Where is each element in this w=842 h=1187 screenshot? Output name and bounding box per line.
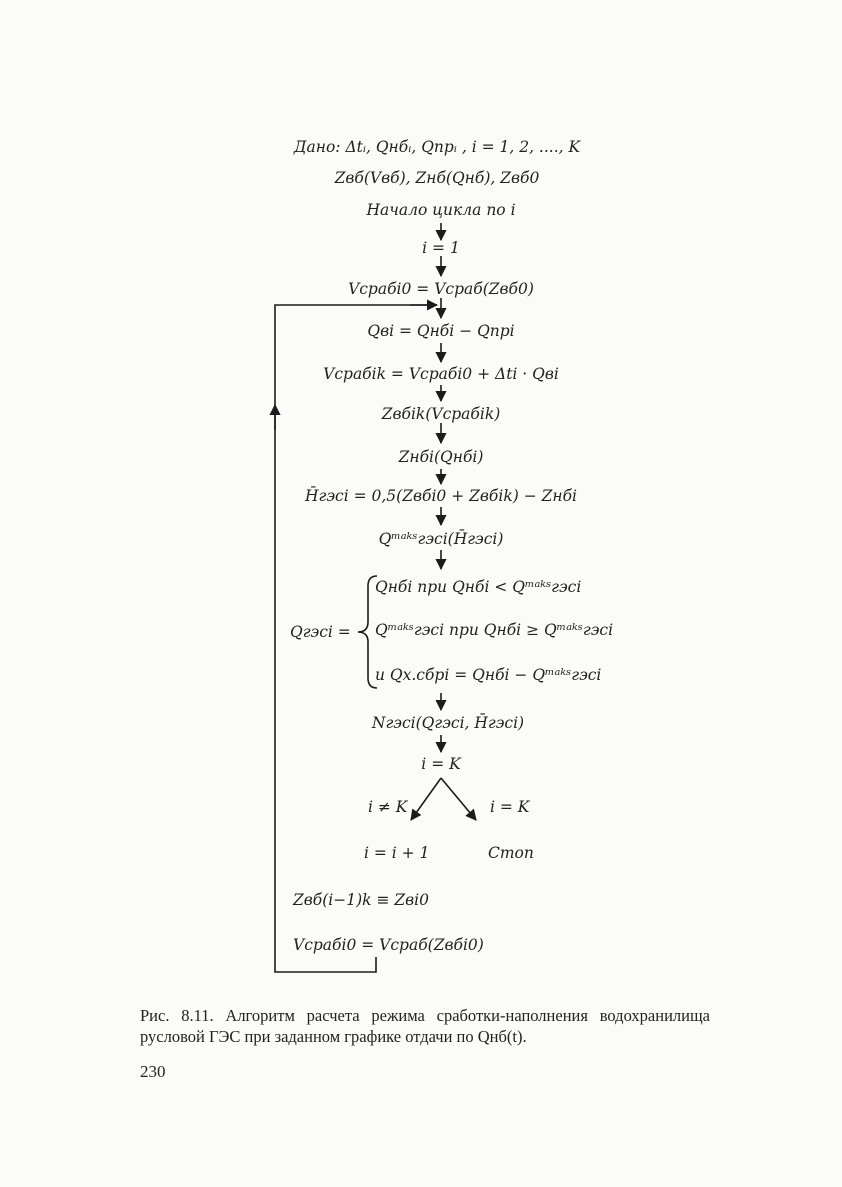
condition-1: Qнбi при Qнбi < Qᵐᵃᵏˢгэсi <box>375 578 582 596</box>
z-next-formula: Zвб(i−1)k ≡ Zвi0 <box>293 891 429 909</box>
v-start-formula: Vсрабi0 = Vсраб(Zвб0) <box>348 280 534 298</box>
q-max-formula: Qᵐᵃᵏˢгэсi(H̄гэсi) <box>378 530 504 548</box>
condition-2: Qᵐᵃᵏˢгэсi при Qнбi ≥ Qᵐᵃᵏˢгэсi <box>375 621 614 639</box>
z-nb-formula: Zнбi(Qнбi) <box>398 448 484 466</box>
branch-equal: i = K <box>490 798 530 816</box>
given-data-line1: Дано: Δtᵢ, Qнбᵢ, Qпрᵢ , i = 1, 2, ...., … <box>293 138 581 156</box>
n-ges-formula: Nгэсi(Qгэсi, H̄гэсi) <box>371 714 525 732</box>
branch-not-equal: i ≠ K <box>368 798 408 816</box>
stop-step: Стоп <box>488 844 534 862</box>
condition-3: и Qх.сбрi = Qнбi − Qᵐᵃᵏˢгэсi <box>375 666 602 684</box>
v-end-formula: Vсрабik = Vсрабi0 + Δti · Qвi <box>323 365 559 383</box>
loop-start: Начало цикла по i <box>366 201 516 219</box>
v-next-formula: Vсрабi0 = Vсраб(Zвбi0) <box>293 936 484 954</box>
page-number: 230 <box>140 1062 166 1081</box>
q-ges-label: Qгэсi = <box>290 623 351 641</box>
figure-caption: Рис. 8.11. Алгоритм расчета режима срабо… <box>140 1006 710 1046</box>
init-i: i = 1 <box>422 239 460 257</box>
h-avg-formula: H̄гэсi = 0,5(Zвбi0 + Zвбik) − Zнбi <box>304 487 578 505</box>
z-end-formula: Zвбik(Vсрабik) <box>381 405 501 423</box>
increment-step: i = i + 1 <box>364 844 430 862</box>
given-data-line2: Zвб(Vвб), Zнб(Qнб), Zвб0 <box>334 169 540 187</box>
q-vi-formula: Qвi = Qнбi − Qпрi <box>367 322 515 340</box>
check-condition: i = K <box>421 755 461 773</box>
